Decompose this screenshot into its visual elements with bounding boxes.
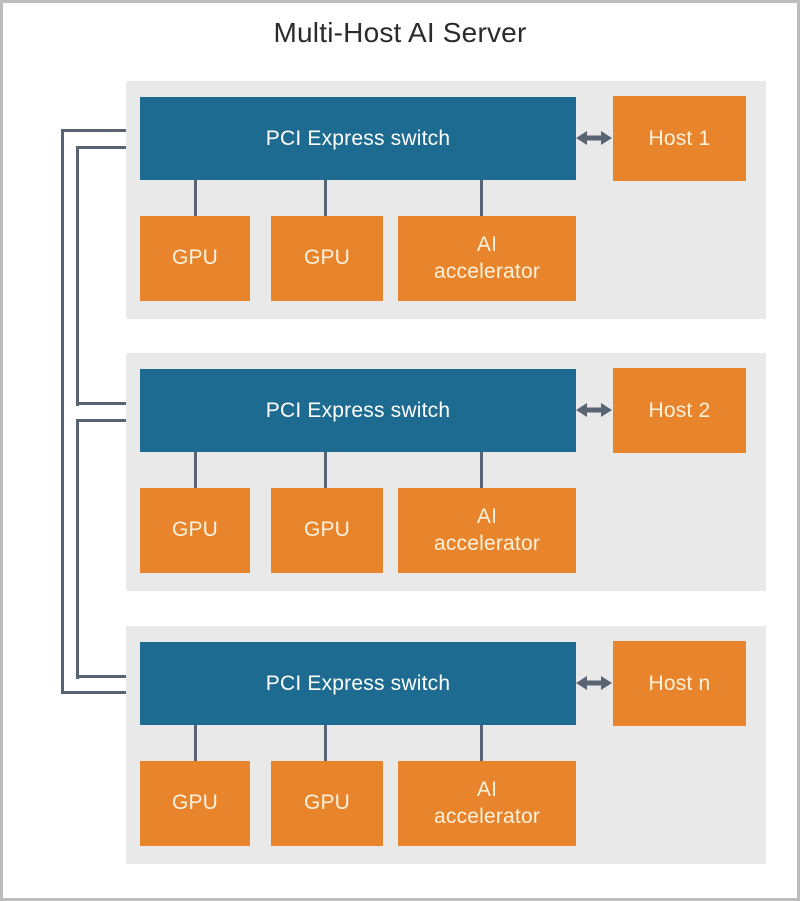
gpu-box: GPU — [140, 761, 250, 846]
switch-accelerator-connector — [480, 180, 483, 216]
switch-gpu-connector — [194, 180, 197, 216]
link-switch1-switch3-vertical-segment — [61, 129, 64, 694]
gpu-box: GPU — [271, 761, 383, 846]
gpu-box: GPU — [271, 216, 383, 301]
ai-accelerator-box: AI accelerator — [398, 488, 576, 573]
pci-express-switch: PCI Express switch — [140, 642, 576, 725]
host-box: Host 1 — [613, 96, 746, 181]
gpu-box: GPU — [140, 488, 250, 573]
link-switch1-switch2-bottom-segment — [77, 402, 127, 405]
pci-express-switch: PCI Express switch — [140, 369, 576, 452]
bidirectional-arrow-icon — [575, 674, 613, 692]
bidirectional-arrow-icon — [575, 129, 613, 147]
host-box: Host 2 — [613, 368, 746, 453]
host-box: Host n — [613, 641, 746, 726]
server-group-1: PCI Express switch GPU GPU AI accelerato… — [126, 81, 766, 319]
link-switch1-switch3-top-segment — [62, 129, 127, 132]
link-switch1-switch3-bottom-segment — [62, 691, 127, 694]
link-switch2-switch3-bottom-segment — [77, 675, 127, 678]
bidirectional-arrow-icon — [575, 401, 613, 419]
server-group-3: PCI Express switch GPU GPU AI accelerato… — [126, 626, 766, 864]
switch-gpu-connector — [324, 452, 327, 488]
link-switch2-switch3-vertical-segment — [76, 419, 79, 679]
switch-gpu-connector — [194, 725, 197, 761]
switch-accelerator-connector — [480, 725, 483, 761]
diagram-title: Multi-Host AI Server — [273, 17, 527, 48]
link-switch2-switch3-top-segment — [77, 419, 127, 422]
gpu-box: GPU — [140, 216, 250, 301]
server-group-2: PCI Express switch GPU GPU AI accelerato… — [126, 353, 766, 591]
pci-express-switch: PCI Express switch — [140, 97, 576, 180]
gpu-box: GPU — [271, 488, 383, 573]
link-switch1-switch2-vertical-segment — [76, 146, 79, 406]
switch-gpu-connector — [324, 180, 327, 216]
switch-accelerator-connector — [480, 452, 483, 488]
ai-accelerator-box: AI accelerator — [398, 761, 576, 846]
ai-accelerator-box: AI accelerator — [398, 216, 576, 301]
switch-gpu-connector — [194, 452, 197, 488]
link-switch1-switch2-top-segment — [77, 146, 127, 149]
switch-gpu-connector — [324, 725, 327, 761]
